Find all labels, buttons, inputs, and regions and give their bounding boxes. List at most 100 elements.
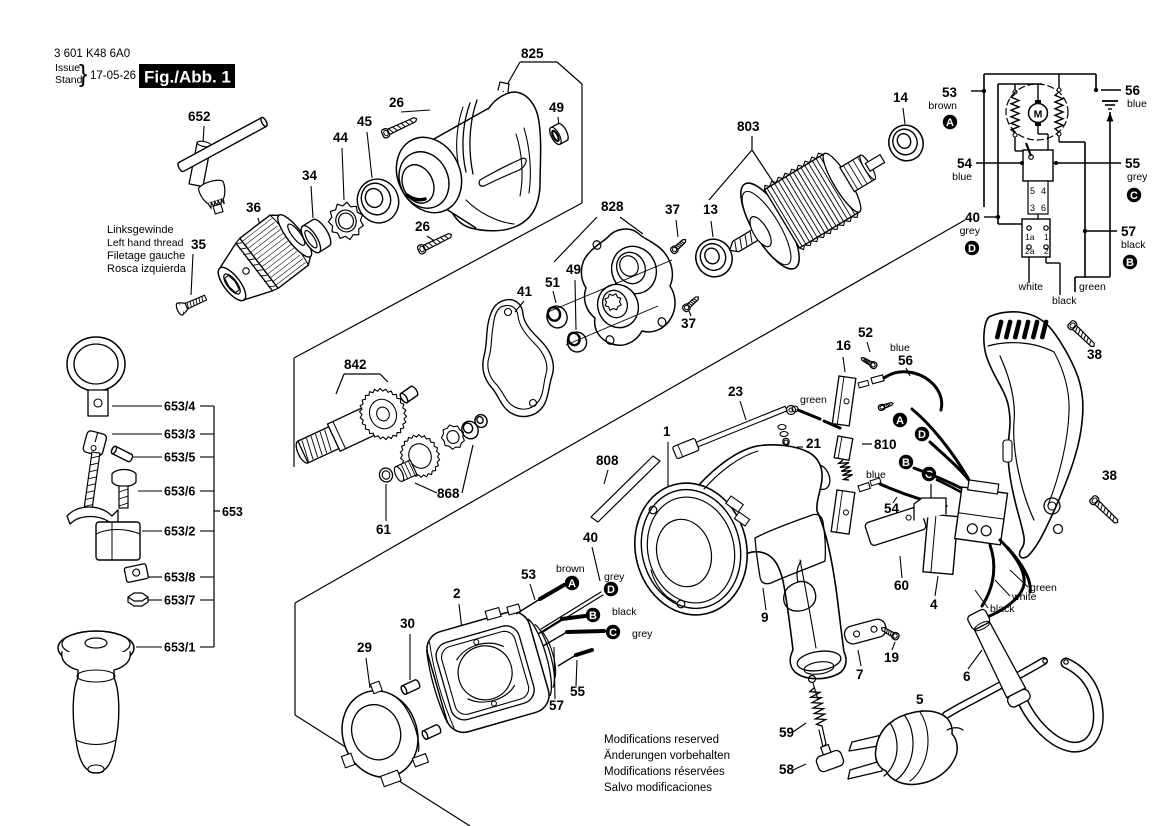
svg-text:14: 14 xyxy=(893,90,909,105)
svg-text:Stand: Stand xyxy=(55,74,83,86)
svg-text:59: 59 xyxy=(779,725,794,740)
svg-text:grey: grey xyxy=(960,225,981,237)
svg-text:40: 40 xyxy=(965,210,980,225)
svg-text:803: 803 xyxy=(737,119,760,134)
svg-text:55: 55 xyxy=(1125,156,1141,171)
svg-text:6: 6 xyxy=(963,669,971,684)
svg-text:white: white xyxy=(1011,591,1037,603)
svg-text:white: white xyxy=(1017,281,1043,293)
svg-text:653/1: 653/1 xyxy=(164,641,195,655)
svg-text:35: 35 xyxy=(191,237,207,252)
svg-text:808: 808 xyxy=(596,453,619,468)
svg-text:52: 52 xyxy=(858,325,873,340)
svg-text:green: green xyxy=(1030,582,1057,594)
svg-text:58: 58 xyxy=(779,762,795,777)
svg-text:black: black xyxy=(1052,295,1077,307)
svg-text:17-05-26: 17-05-26 xyxy=(90,70,136,82)
svg-text:1: 1 xyxy=(1044,232,1049,242)
svg-text:blue: blue xyxy=(890,342,910,354)
svg-text:53: 53 xyxy=(942,85,958,100)
svg-text:51: 51 xyxy=(545,275,561,290)
svg-text:653/6: 653/6 xyxy=(164,485,195,499)
svg-text:Filetage gauche: Filetage gauche xyxy=(107,250,185,262)
svg-text:C: C xyxy=(1130,190,1138,202)
svg-text:652: 652 xyxy=(188,109,211,124)
svg-text:4: 4 xyxy=(930,597,938,612)
svg-text:21: 21 xyxy=(806,436,822,451)
svg-text:56: 56 xyxy=(898,353,914,368)
svg-text:26: 26 xyxy=(389,95,405,110)
svg-text:1a: 1a xyxy=(1025,232,1035,242)
svg-text:653/2: 653/2 xyxy=(164,525,195,539)
svg-text:3: 3 xyxy=(1030,203,1035,213)
svg-text:26: 26 xyxy=(415,219,431,234)
svg-text:B: B xyxy=(902,457,910,469)
svg-text:grey: grey xyxy=(604,571,625,583)
svg-text:brown: brown xyxy=(928,100,957,112)
svg-text:38: 38 xyxy=(1102,468,1118,483)
svg-text:Modifications reserved: Modifications reserved xyxy=(604,734,719,746)
svg-text:brown: brown xyxy=(556,563,585,575)
svg-text:13: 13 xyxy=(703,202,719,217)
svg-text:40: 40 xyxy=(583,530,598,545)
svg-text:A: A xyxy=(568,578,576,590)
svg-text:653/5: 653/5 xyxy=(164,451,195,465)
svg-text:}: } xyxy=(79,60,87,88)
svg-text:57: 57 xyxy=(549,698,564,713)
svg-text:653/7: 653/7 xyxy=(164,594,195,608)
svg-text:C: C xyxy=(609,627,617,639)
svg-text:37: 37 xyxy=(665,202,680,217)
svg-text:49: 49 xyxy=(549,100,564,115)
svg-text:2: 2 xyxy=(1044,246,1049,256)
svg-text:Modifications réservées: Modifications réservées xyxy=(604,766,725,778)
svg-text:green: green xyxy=(1079,281,1106,293)
svg-text:19: 19 xyxy=(884,650,899,665)
svg-text:36: 36 xyxy=(246,200,262,215)
svg-text:57: 57 xyxy=(1121,224,1136,239)
svg-text:38: 38 xyxy=(1087,347,1103,362)
svg-text:black: black xyxy=(612,606,637,618)
svg-text:Änderungen vorbehalten: Änderungen vorbehalten xyxy=(604,750,730,762)
svg-text:A: A xyxy=(896,415,904,427)
svg-text:7: 7 xyxy=(856,667,864,682)
svg-text:Issue: Issue xyxy=(55,62,80,74)
svg-text:54: 54 xyxy=(957,156,973,171)
svg-text:9: 9 xyxy=(761,610,769,625)
svg-text:653/3: 653/3 xyxy=(164,428,195,442)
svg-text:868: 868 xyxy=(437,486,460,501)
svg-text:54: 54 xyxy=(884,501,900,516)
svg-text:828: 828 xyxy=(601,199,624,214)
svg-text:M: M xyxy=(1034,109,1043,121)
svg-text:Rosca izquierda: Rosca izquierda xyxy=(107,263,187,275)
svg-text:D: D xyxy=(607,584,615,596)
svg-text:37: 37 xyxy=(681,316,696,331)
svg-text:61: 61 xyxy=(376,522,392,537)
svg-text:53: 53 xyxy=(521,567,537,582)
svg-text:45: 45 xyxy=(357,114,373,129)
svg-text:2a: 2a xyxy=(1025,246,1035,256)
svg-text:29: 29 xyxy=(357,640,372,655)
svg-text:green: green xyxy=(800,394,827,406)
svg-text:Fig./Abb. 1: Fig./Abb. 1 xyxy=(144,68,231,87)
svg-text:30: 30 xyxy=(400,616,415,631)
svg-text:grey: grey xyxy=(1127,171,1148,183)
svg-text:55: 55 xyxy=(570,684,586,699)
svg-text:Salvo modificaciones: Salvo modificaciones xyxy=(604,782,712,794)
svg-text:D: D xyxy=(968,243,976,255)
svg-text:grey: grey xyxy=(632,628,653,640)
svg-text:653/8: 653/8 xyxy=(164,571,195,585)
svg-text:blue: blue xyxy=(866,469,886,481)
svg-text:56: 56 xyxy=(1125,83,1141,98)
svg-text:blue: blue xyxy=(952,171,972,183)
svg-text:60: 60 xyxy=(894,578,909,593)
svg-text:A: A xyxy=(946,117,954,129)
svg-text:B: B xyxy=(589,610,597,622)
svg-text:16: 16 xyxy=(836,338,852,353)
svg-text:653/4: 653/4 xyxy=(164,400,195,414)
svg-text:D: D xyxy=(918,429,926,441)
svg-text:653: 653 xyxy=(222,505,243,519)
svg-text:3 601 K48 6A0: 3 601 K48 6A0 xyxy=(54,48,130,60)
svg-text:41: 41 xyxy=(517,284,533,299)
svg-text:Linksgewinde: Linksgewinde xyxy=(107,224,174,236)
svg-text:810: 810 xyxy=(874,437,897,452)
